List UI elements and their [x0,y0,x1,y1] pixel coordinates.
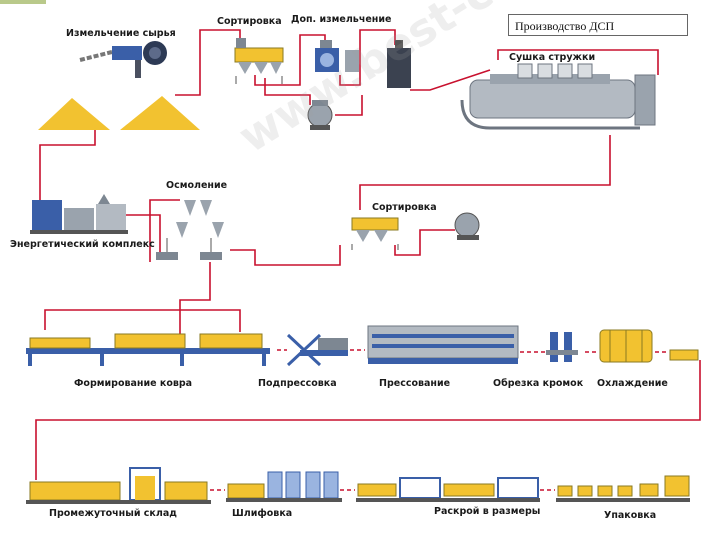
label-raw-chipping: Измельчение сырья [66,28,176,39]
flow-extra-to-dryer-bin [339,29,396,86]
label-sanding: Шлифовка [232,508,293,519]
flow-resin-down [179,262,211,340]
chip-pile [120,96,200,130]
flow-resin-loop [149,199,180,262]
flow-dryer-down [359,135,611,210]
label-sorting-1: Сортировка [217,16,282,27]
chip-dryer [460,63,656,130]
label-cooling: Охлаждение [597,378,668,389]
buffer-storage [26,467,211,504]
corner-accent [0,0,46,4]
grinder-2 [454,212,480,240]
label-resin-coating: Осмоление [166,180,228,191]
flow-sorting-to-grinder [264,78,311,105]
mat-forming-line [26,333,270,366]
main-press [367,325,519,364]
label-pressing: Прессование [379,378,451,389]
flow-energy-to-raw [39,120,96,200]
label-pre-pressing: Подпрессовка [258,378,337,389]
chip-bin [387,40,411,88]
flow-bin-to-dryer [410,69,491,91]
sorting-2-machine [351,217,399,250]
label-cutting-to-size: Раскрой в размеры [434,506,541,517]
label-extra-chipping: Доп. измельчение [291,14,392,25]
raw-chipper [79,41,167,78]
pre-press [286,333,348,367]
energy-complex-machines [30,194,128,234]
flow-resin-to-sort2 [230,245,341,266]
label-energy-complex: Энергетический комплекс [10,239,155,250]
flow-form-loop [44,309,241,332]
flow-sort2-to-grinder2 [394,229,455,256]
label-edge-trimming: Обрезка кромок [493,378,584,389]
edge-trimmer [546,332,578,362]
flow-cool-to-storage [35,360,701,480]
label-chip-drying: Сушка стружки [509,52,596,63]
flow-sorting-to-extra [254,34,326,86]
cooler [599,329,699,363]
flow-dryer-loop [497,49,659,75]
flow-raw-to-sorting [175,29,241,96]
label-packing: Упаковка [604,510,657,521]
page-title: Производство ДСП [508,14,688,36]
cutting-line [356,477,540,502]
label-mat-forming: Формирование ковра [74,378,193,389]
extra-chipping-machines [315,40,359,72]
sorting-1-machine [234,38,284,84]
label-buffer-storage: Промежуточный склад [49,508,177,519]
label-sorting-2: Сортировка [372,202,437,213]
flow-grinder-to-bin [335,95,363,116]
flow-lines [35,29,701,491]
packing-line [556,475,690,502]
flow-energy-right [120,214,161,255]
resin-coating-machines [156,200,224,260]
sanding-line [226,471,342,502]
raw-material-pile [38,98,110,130]
grinder-1 [307,100,333,130]
